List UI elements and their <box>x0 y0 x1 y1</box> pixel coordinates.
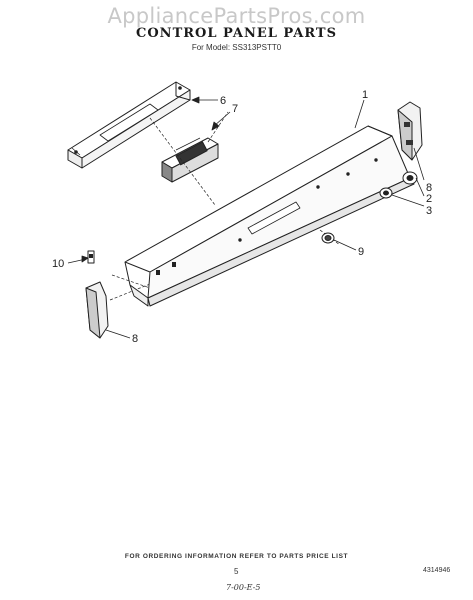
document-number: 4314946 <box>423 567 451 574</box>
part-8-end-cap-left <box>85 281 109 339</box>
callout-8-right: 8 <box>426 182 432 194</box>
watermark: AppliancePartsPros.com <box>107 4 366 28</box>
part-6-bracket <box>67 81 191 169</box>
handwritten-mark: 7-00-E-5 <box>226 583 261 592</box>
part-2-nut <box>402 171 418 185</box>
page-number: 5 <box>234 567 239 576</box>
page-title: CONTROL PANEL PARTS <box>136 26 337 41</box>
callout-8-left: 8 <box>132 333 138 345</box>
part-9-knob <box>321 232 335 244</box>
part-7-clock-module <box>161 137 219 183</box>
callout-3: 3 <box>426 205 432 217</box>
callout-7: 7 <box>232 103 238 115</box>
part-1-control-panel <box>124 125 415 307</box>
callout-9: 9 <box>358 246 364 258</box>
callout-1: 1 <box>362 89 368 101</box>
callout-10: 10 <box>52 258 64 270</box>
part-3-washer <box>379 187 393 199</box>
model-number: For Model: SS313PSTT0 <box>191 43 282 52</box>
part-8-end-cap-right <box>397 101 423 161</box>
callout-2: 2 <box>426 193 432 205</box>
ordering-note: FOR ORDERING INFORMATION REFER TO PARTS … <box>124 553 349 560</box>
leader-lines <box>67 96 425 339</box>
part-10-clip <box>87 250 95 264</box>
callout-6: 6 <box>220 95 226 107</box>
